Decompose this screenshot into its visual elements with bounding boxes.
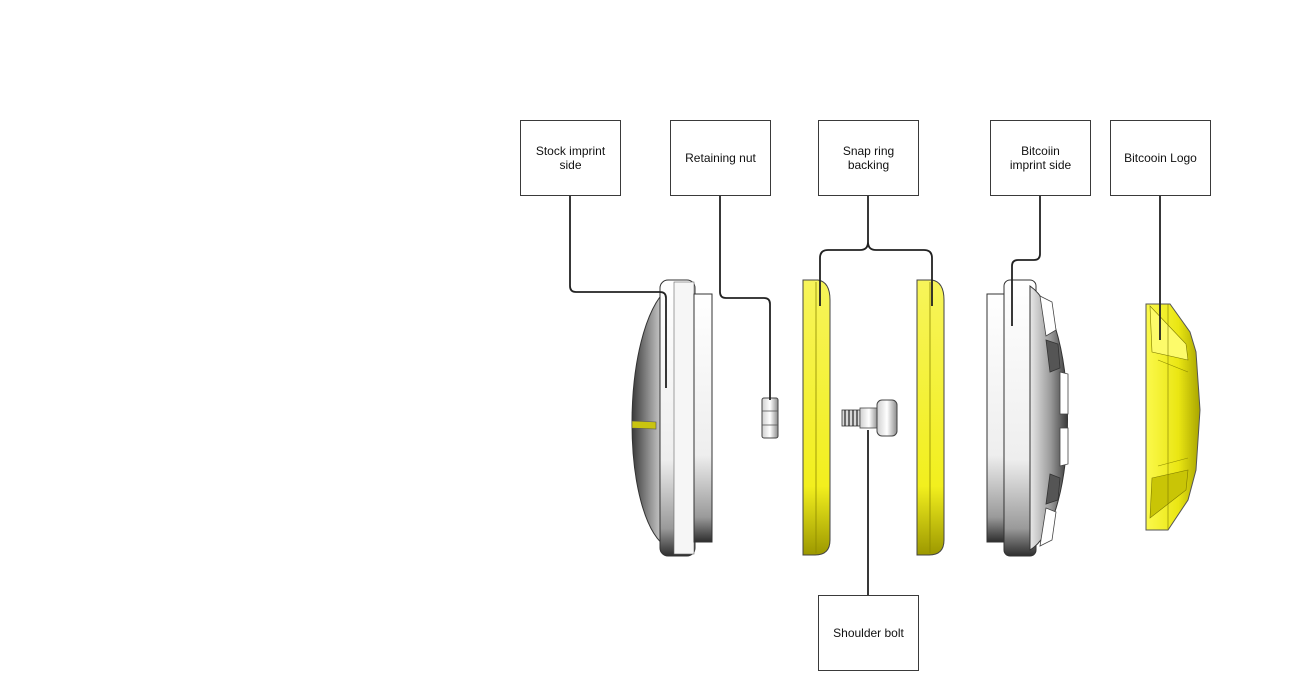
bitcoin-imprint-side-part xyxy=(986,279,1069,557)
label-retaining-nut: Retaining nut xyxy=(670,120,771,196)
leader-bitcoin-imprint-side xyxy=(1011,195,1041,326)
label-shoulder-bolt: Shoulder bolt xyxy=(818,595,919,671)
snap-ring-left-part xyxy=(802,279,831,556)
leader-retaining-nut xyxy=(719,195,771,400)
stock-imprint-side-part xyxy=(631,279,713,557)
leader-stock-imprint-side xyxy=(569,195,667,388)
label-bitcoin-logo: Bitcooin Logo xyxy=(1110,120,1211,196)
snap-ring-right-part xyxy=(916,279,945,556)
retaining-nut-part xyxy=(761,397,779,439)
label-stock-imprint-side: Stock imprint side xyxy=(520,120,621,196)
bitcoin-logo-part xyxy=(1145,303,1201,531)
leader-snap-ring-backing xyxy=(819,195,933,306)
shoulder-bolt-part xyxy=(841,399,898,437)
label-snap-ring-backing: Snap ring backing xyxy=(818,120,919,196)
label-bitcoin-imprint-side: Bitcoiin imprint side xyxy=(990,120,1091,196)
